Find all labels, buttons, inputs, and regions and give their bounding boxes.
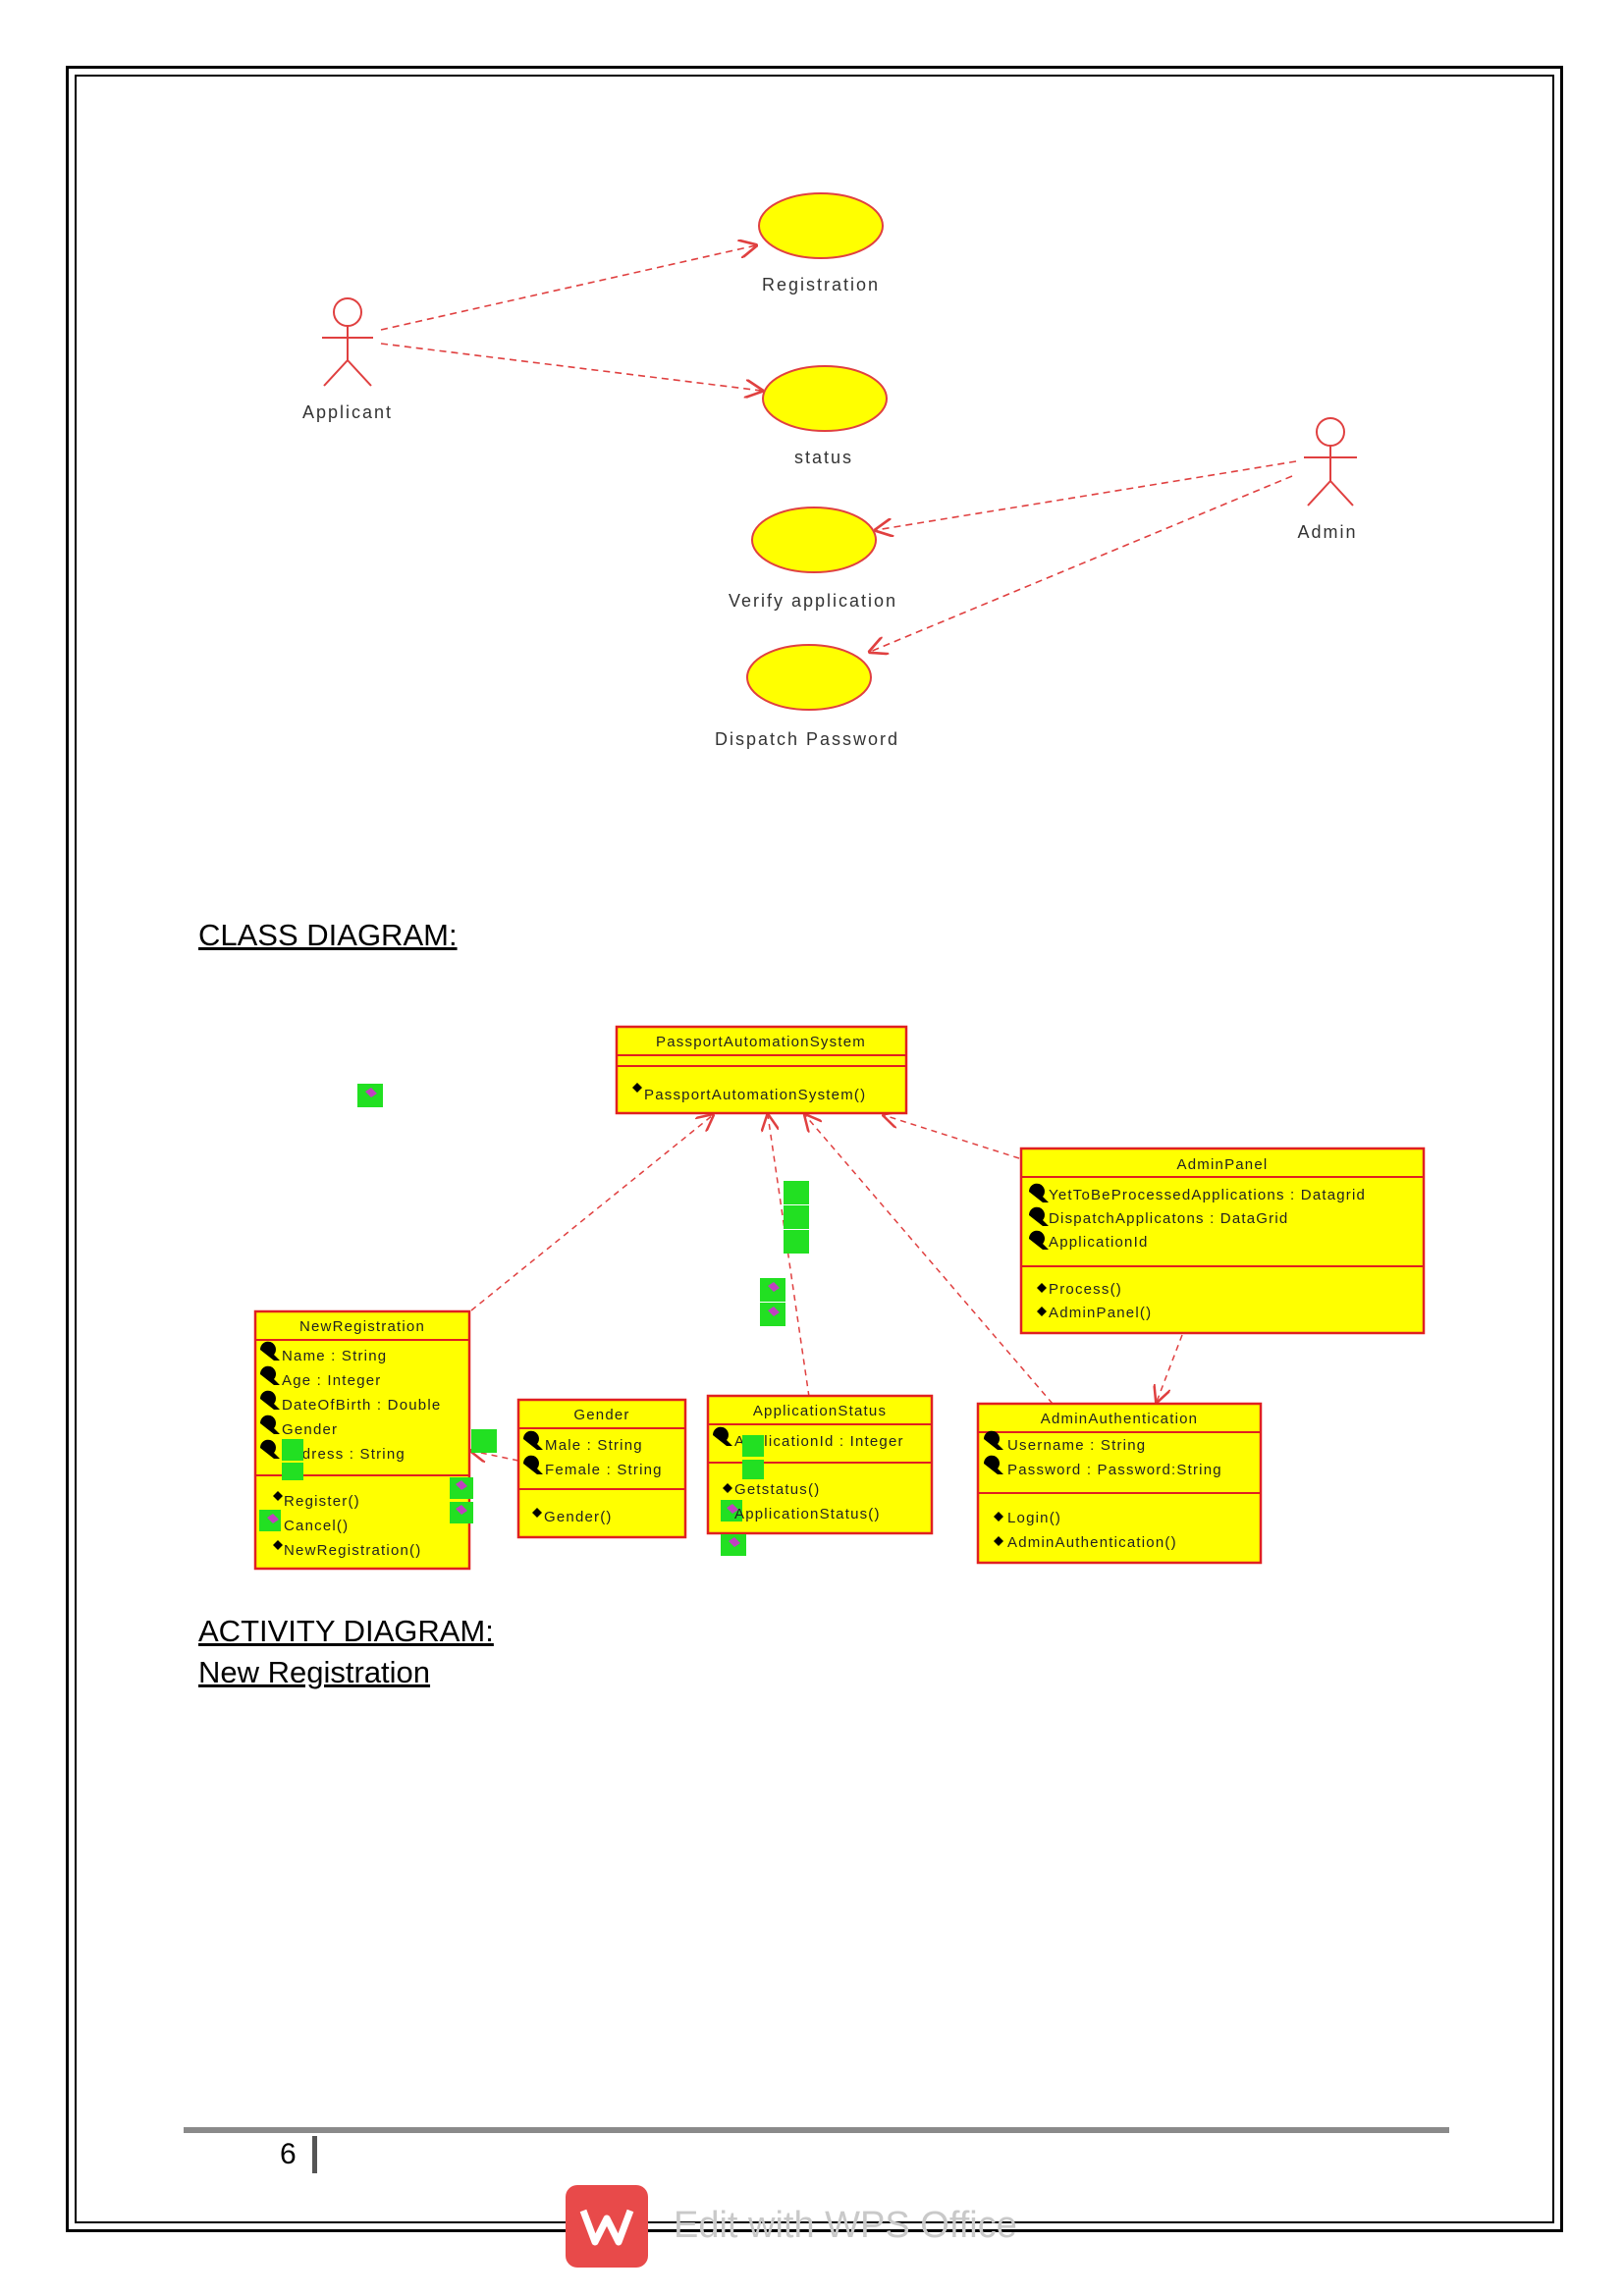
page-number: 6 (280, 2138, 297, 2170)
class-adminpanel: AdminPanel YetToBeProcessedApplications … (1019, 1147, 1426, 1335)
actor-admin-label: Admin (1297, 522, 1357, 542)
class-appstatus-name: ApplicationStatus (753, 1403, 887, 1419)
activity-diagram-heading: ACTIVITY DIAGRAM: (198, 1614, 494, 1648)
class-adminpanel-attr-1: YetToBeProcessedApplications : Datagrid (1049, 1187, 1366, 1203)
class-appstatus-method-2: ApplicationStatus() (734, 1506, 881, 1522)
class-adminpanel-method-2: AdminPanel() (1049, 1305, 1152, 1321)
class-newreg-method-2: Cancel() (284, 1518, 349, 1534)
class-passport-method: PassportAutomationSystem() (644, 1087, 866, 1103)
usecase-verify (751, 507, 877, 573)
assoc-admin-verify (876, 460, 1297, 530)
assoc-applicant-status (380, 343, 762, 391)
dep-newreg-passport (470, 1115, 713, 1311)
class-adminauth-attr-2: Password : Password:String (1007, 1462, 1222, 1478)
class-gender-attr-1: Male : String (545, 1437, 643, 1454)
page-border-outer (66, 66, 1563, 2232)
class-diagram: PassportAutomationSystem PassportAutomat… (253, 1025, 1426, 1571)
class-newreg-method-3: NewRegistration() (284, 1542, 421, 1559)
actor-applicant-icon (322, 297, 373, 387)
class-adminauthentication: AdminAuthentication Username : String Pa… (976, 1402, 1263, 1565)
assoc-applicant-registration (380, 245, 756, 331)
class-adminpanel-attr-2: DispatchApplicatons : DataGrid (1049, 1210, 1288, 1227)
stray-markers (357, 1084, 809, 1556)
dep-adminpanel-passport (884, 1115, 1020, 1159)
new-registration-heading: New Registration (198, 1655, 431, 1689)
method-diamond-icon (632, 1083, 642, 1093)
green-marker-icon (282, 1439, 303, 1461)
usecase-registration (758, 192, 884, 259)
assoc-admin-dispatch (870, 475, 1293, 652)
wps-watermark-text[interactable]: Edit with WPS Office (674, 2205, 1017, 2246)
class-passport-name: PassportAutomationSystem (656, 1034, 866, 1050)
usecase-status (762, 365, 888, 432)
page-border-inner (75, 75, 1554, 2223)
usecase-verify-label: Verify application (729, 591, 897, 611)
class-adminauth-attr-1: Username : String (1007, 1437, 1146, 1454)
usecase-dispatch-label: Dispatch Password (715, 729, 899, 749)
class-adminauth-name: AdminAuthentication (1041, 1411, 1198, 1427)
class-gender-attr-2: Female : String (545, 1462, 663, 1478)
class-passport: PassportAutomationSystem PassportAutomat… (615, 1025, 908, 1115)
usecase-registration-label: Registration (762, 275, 880, 294)
actor-admin-icon (1304, 417, 1357, 507)
dep-adminauth-passport (805, 1115, 1054, 1405)
class-newreg-name: NewRegistration (299, 1318, 425, 1335)
class-applicationstatus: ApplicationStatus ApplicationId : Intege… (706, 1394, 934, 1535)
class-adminauth-method-1: Login() (1007, 1510, 1061, 1526)
class-newreg-attr-4: Gender (282, 1421, 338, 1438)
green-marker-icon (742, 1460, 764, 1479)
class-gender: Gender Male : String Female : String Gen… (516, 1398, 687, 1539)
page-number-bar (312, 2136, 317, 2173)
class-newreg-attr-3: DateOfBirth : Double (282, 1397, 441, 1414)
usecase-diagram: Applicant Admin Registration status Veri… (302, 192, 1357, 749)
class-gender-method-1: Gender() (544, 1509, 613, 1525)
usecase-status-label: status (794, 448, 853, 467)
usecase-dispatch (746, 644, 872, 711)
class-adminpanel-name: AdminPanel (1177, 1156, 1269, 1173)
class-adminauth-method-2: AdminAuthentication() (1007, 1534, 1177, 1551)
dep-adminpanel-adminauth (1157, 1334, 1183, 1402)
class-appstatus-attr-1: ApplicationId : Integer (734, 1433, 904, 1450)
wps-logo-icon[interactable] (566, 2185, 648, 2268)
class-newreg-method-1: Register() (284, 1493, 360, 1510)
attribute-icons (1028, 1183, 1049, 1250)
dep-appstatus-passport (768, 1115, 810, 1398)
green-marker-icon (282, 1463, 303, 1480)
class-adminpanel-attr-3: ApplicationId (1049, 1234, 1149, 1251)
class-newreg-attr-2: Age : Integer (282, 1372, 382, 1389)
actor-applicant-label: Applicant (302, 402, 393, 422)
class-newregistration: NewRegistration Name : String Age : Inte… (253, 1309, 471, 1571)
class-gender-name: Gender (573, 1407, 629, 1423)
class-newreg-attr-5: Address : String (282, 1446, 406, 1463)
class-newreg-attr-1: Name : String (282, 1348, 387, 1364)
class-appstatus-method-1: Getstatus() (734, 1481, 820, 1498)
green-marker-icon (742, 1435, 764, 1457)
class-diagram-heading: CLASS DIAGRAM: (198, 918, 458, 952)
footer-rule (184, 2127, 1449, 2133)
class-adminpanel-method-1: Process() (1049, 1281, 1122, 1298)
dep-gender-newreg (471, 1451, 519, 1461)
